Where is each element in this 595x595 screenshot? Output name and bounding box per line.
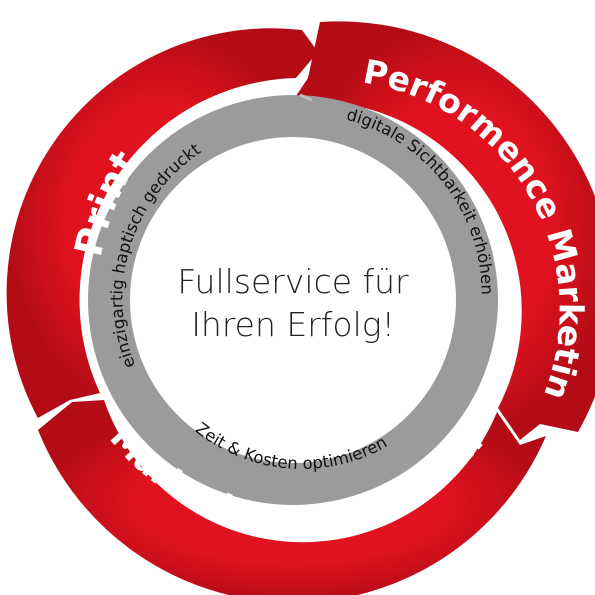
segment-print (6, 28, 319, 418)
segment-performence-marketing (292, 21, 595, 440)
center-circle (130, 137, 456, 463)
center-line-2: Ihren Erfolg! (191, 305, 395, 344)
segment-marketing-automation (38, 400, 546, 595)
ring-divider (299, 93, 313, 102)
center-line-1: Fullservice für (177, 262, 409, 301)
